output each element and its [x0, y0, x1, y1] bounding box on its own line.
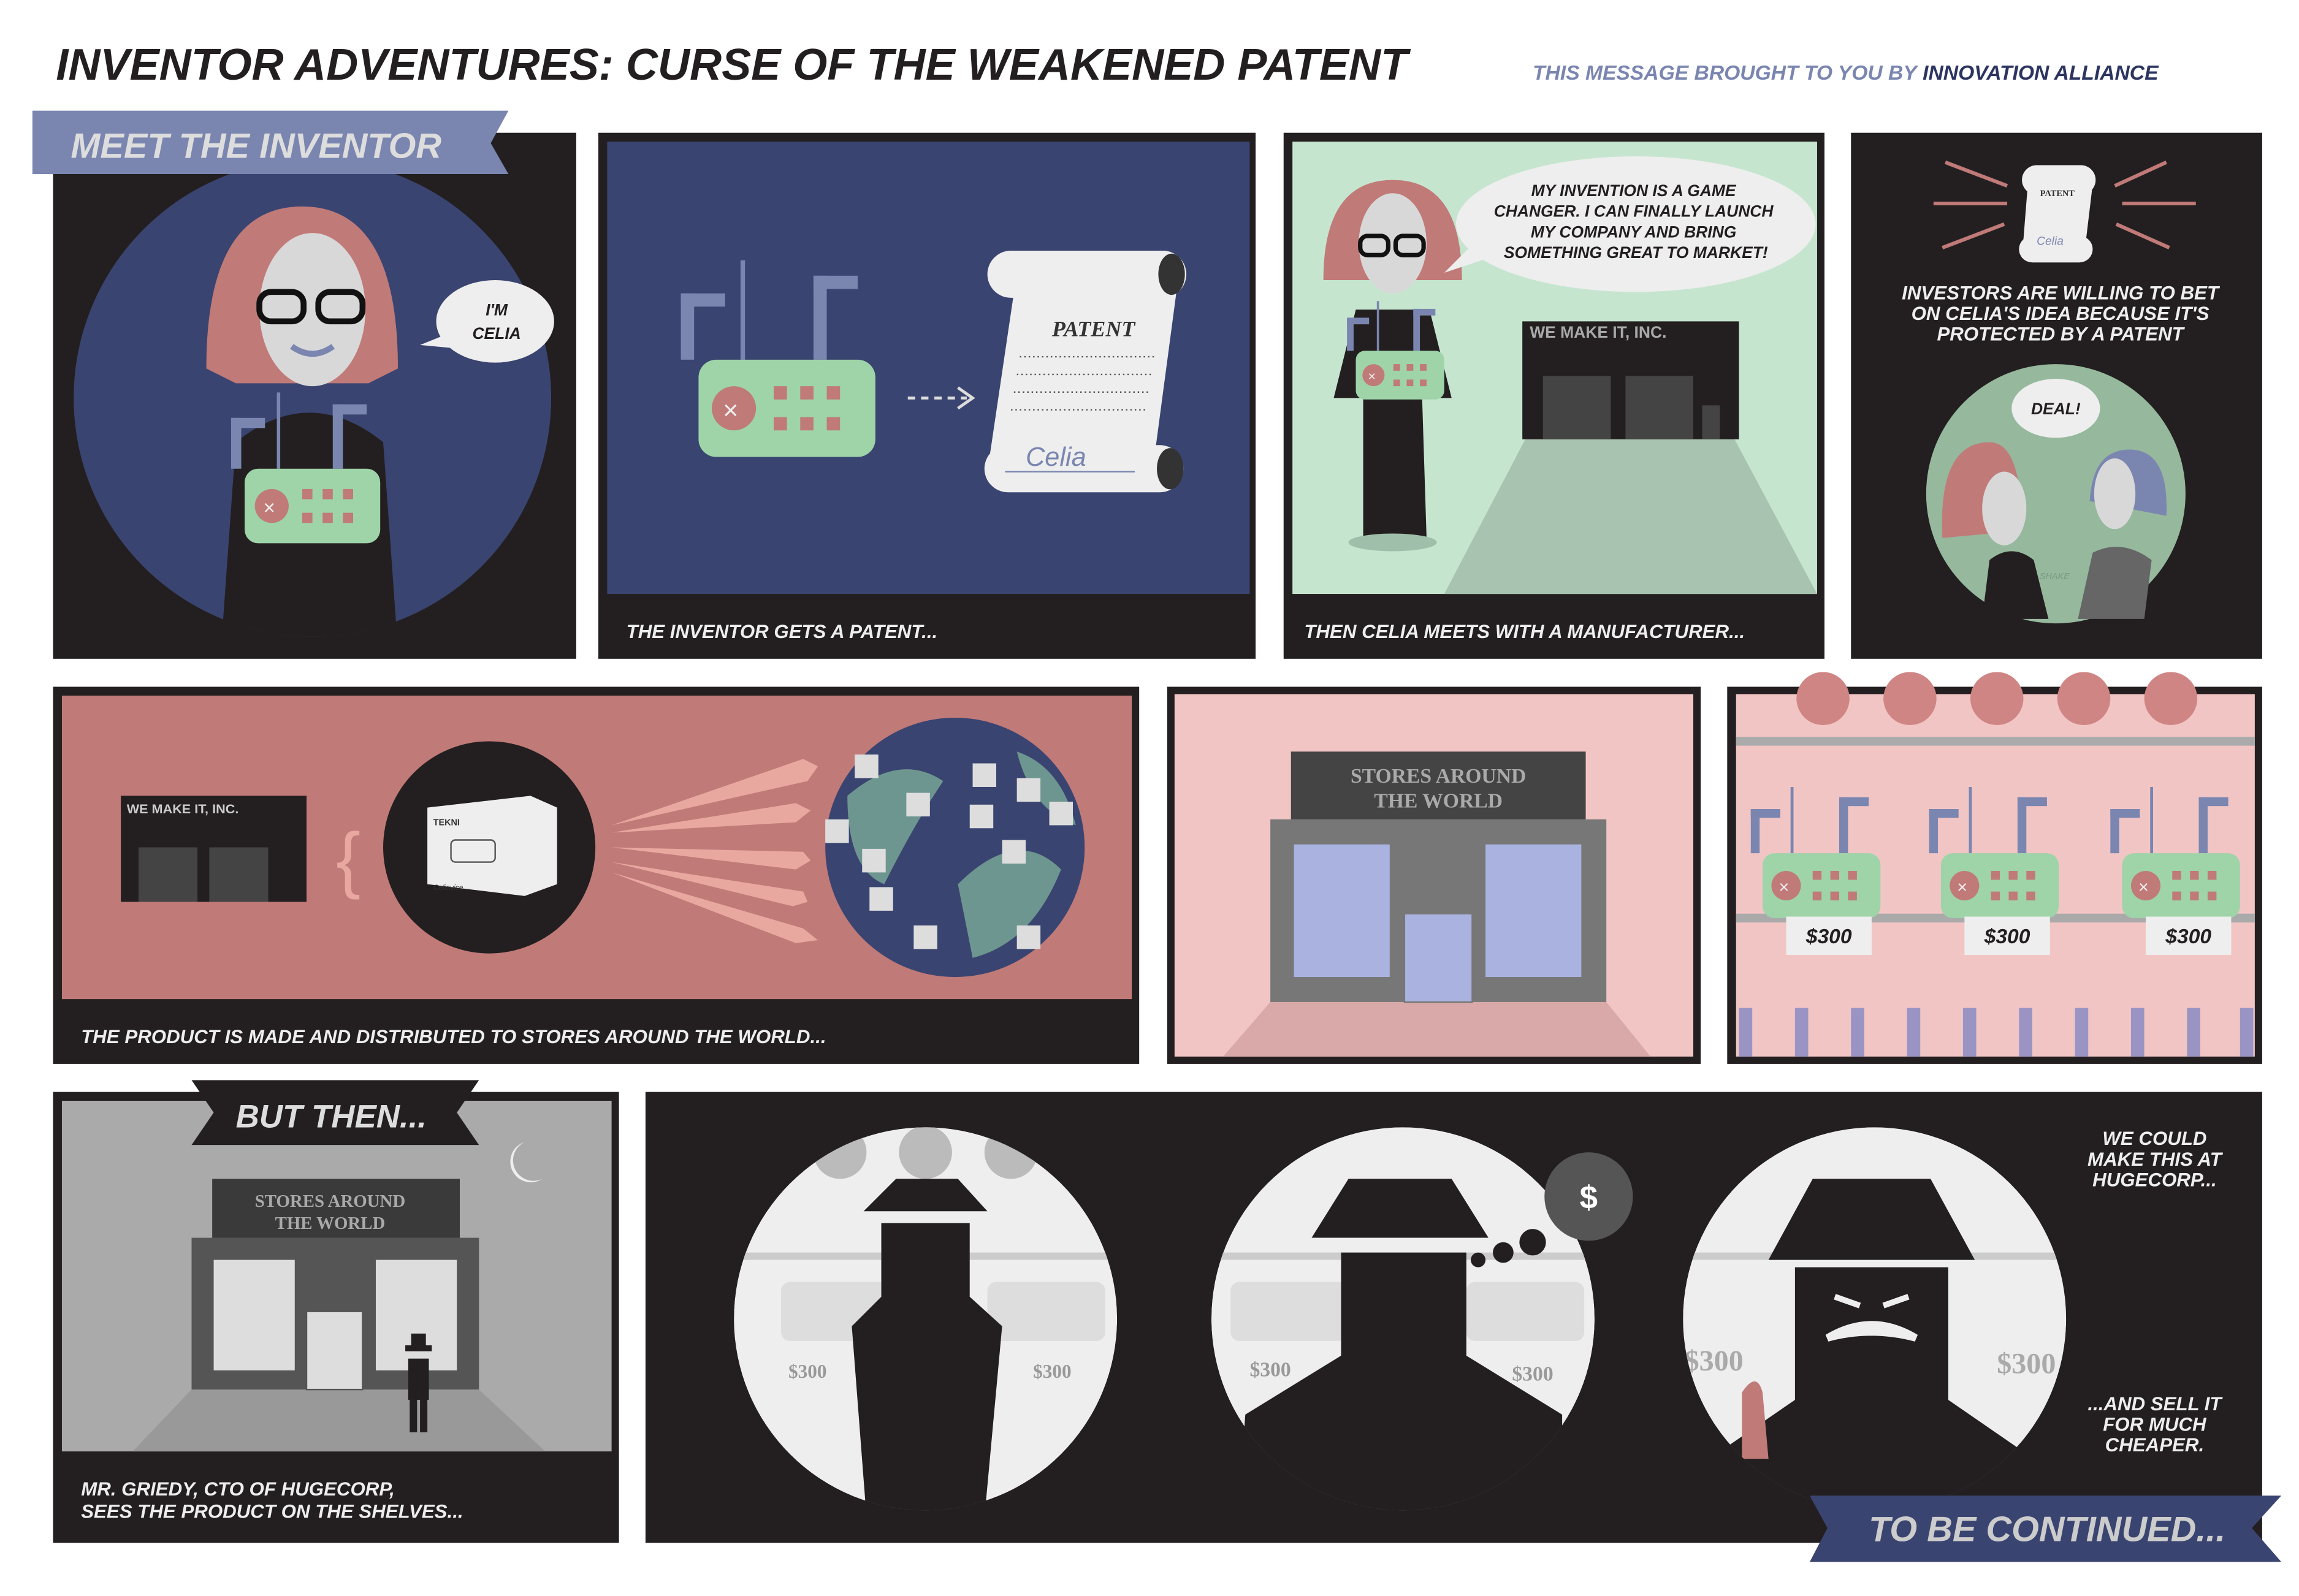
- price-tag: $300: [2165, 925, 2211, 948]
- panel-patent: PATENT Celia THE INVENTOR GETS A PATENT.…: [598, 132, 1256, 659]
- svg-text:Celiavice: Celiavice: [433, 883, 463, 892]
- svg-text:SHAKE: SHAKE: [2040, 572, 2070, 582]
- banner-to-be-continued: [1809, 1495, 2282, 1562]
- panel-shelves: $300 $300 $300: [1727, 672, 2262, 1064]
- lightbulb-idea-icon: [1544, 1152, 1633, 1241]
- svg-text:MR. GRIEDY, CTO OF HUGECORP,SE: MR. GRIEDY, CTO OF HUGECORP,SEES THE PRO…: [81, 1478, 463, 1522]
- mustache: [1825, 1321, 1918, 1342]
- celia-figure: [206, 206, 398, 637]
- svg-text:WE MAKE IT, INC.: WE MAKE IT, INC.: [127, 801, 239, 816]
- sponsor-name: INNOVATION ALLIANCE: [1923, 62, 2159, 85]
- griedy-silhouette-small: [405, 1333, 432, 1432]
- price-tag: $300: [788, 1361, 827, 1382]
- panel-hugecorp: $300 $300 $300 $300 $ $300 $300 WE COULD…: [645, 1092, 2262, 1543]
- speech-bubble: [1456, 156, 1816, 292]
- svg-text:MY INVENTION IS A GAME C: MY INVENTION IS A GAME CHANGER. I CAN FI…: [1494, 181, 1778, 262]
- panel-investors: PATENT Celia INVESTORS ARE WILLING TO BE…: [1851, 132, 2262, 659]
- svg-text:PATENT: PATENT: [1051, 316, 1136, 341]
- caption: THE PRODUCT IS MADE AND DISTRIBUTED TO S…: [81, 1026, 826, 1047]
- svg-text:PATENT: PATENT: [2040, 189, 2075, 199]
- banner-meet-inventor: [32, 110, 509, 174]
- svg-text:$: $: [1580, 1179, 1598, 1215]
- product-box: TEKNI Celiavice: [427, 796, 557, 896]
- banner-to-be-continued-label: TO BE CONTINUED...: [1869, 1510, 2225, 1549]
- caption: THEN CELIA MEETS WITH A MANUFACTURER...: [1304, 621, 1745, 642]
- caption: THE INVENTOR GETS A PATENT...: [627, 621, 938, 642]
- speech-bubble: [436, 280, 554, 363]
- banner-meet-inventor-label: MEET THE INVENTOR: [71, 127, 441, 166]
- svg-text:TEKNI: TEKNI: [433, 818, 460, 827]
- panel-manufacturer: WE MAKE IT, INC. MY INVENTION IS A GAME …: [1283, 132, 1824, 659]
- price-tag: $300: [1249, 1359, 1291, 1381]
- price-tag: $300: [1997, 1348, 2056, 1380]
- svg-text:DEAL!: DEAL!: [2031, 400, 2081, 418]
- panel-distribution: WE MAKE IT, INC. { TEKNI Celiavice THE P…: [53, 686, 1140, 1064]
- price-tag: $300: [1512, 1363, 1553, 1386]
- banner-but-then: [191, 1080, 479, 1146]
- svg-text:WE MAKE IT, INC.: WE MAKE IT, INC.: [1530, 323, 1666, 341]
- price-tag: $300: [1685, 1345, 1744, 1377]
- patent-scroll-small: PATENT Celia: [2019, 165, 2096, 263]
- svg-text:Celia: Celia: [1026, 443, 1086, 472]
- svg-text:Celia: Celia: [2037, 235, 2064, 248]
- svg-text:{: {: [336, 818, 360, 900]
- price-tag: $300: [1805, 925, 1852, 948]
- price-tag: $300: [1984, 925, 2030, 948]
- banner-but-then-label: BUT THEN...: [236, 1098, 427, 1134]
- sponsor-prefix: THIS MESSAGE BROUGHT TO YOU BY: [1533, 62, 1918, 85]
- price-tag: $300: [1033, 1361, 1072, 1382]
- sponsor-line: THIS MESSAGE BROUGHT TO YOU BY INNOVATIO…: [1533, 62, 2159, 85]
- patent-scroll: PATENT Celia: [984, 250, 1187, 493]
- comic-title: INVENTOR ADVENTURES: CURSE OF THE WEAKEN…: [56, 40, 1411, 89]
- distribution-arrows: [611, 759, 818, 943]
- speech-bubble: [2011, 379, 2100, 438]
